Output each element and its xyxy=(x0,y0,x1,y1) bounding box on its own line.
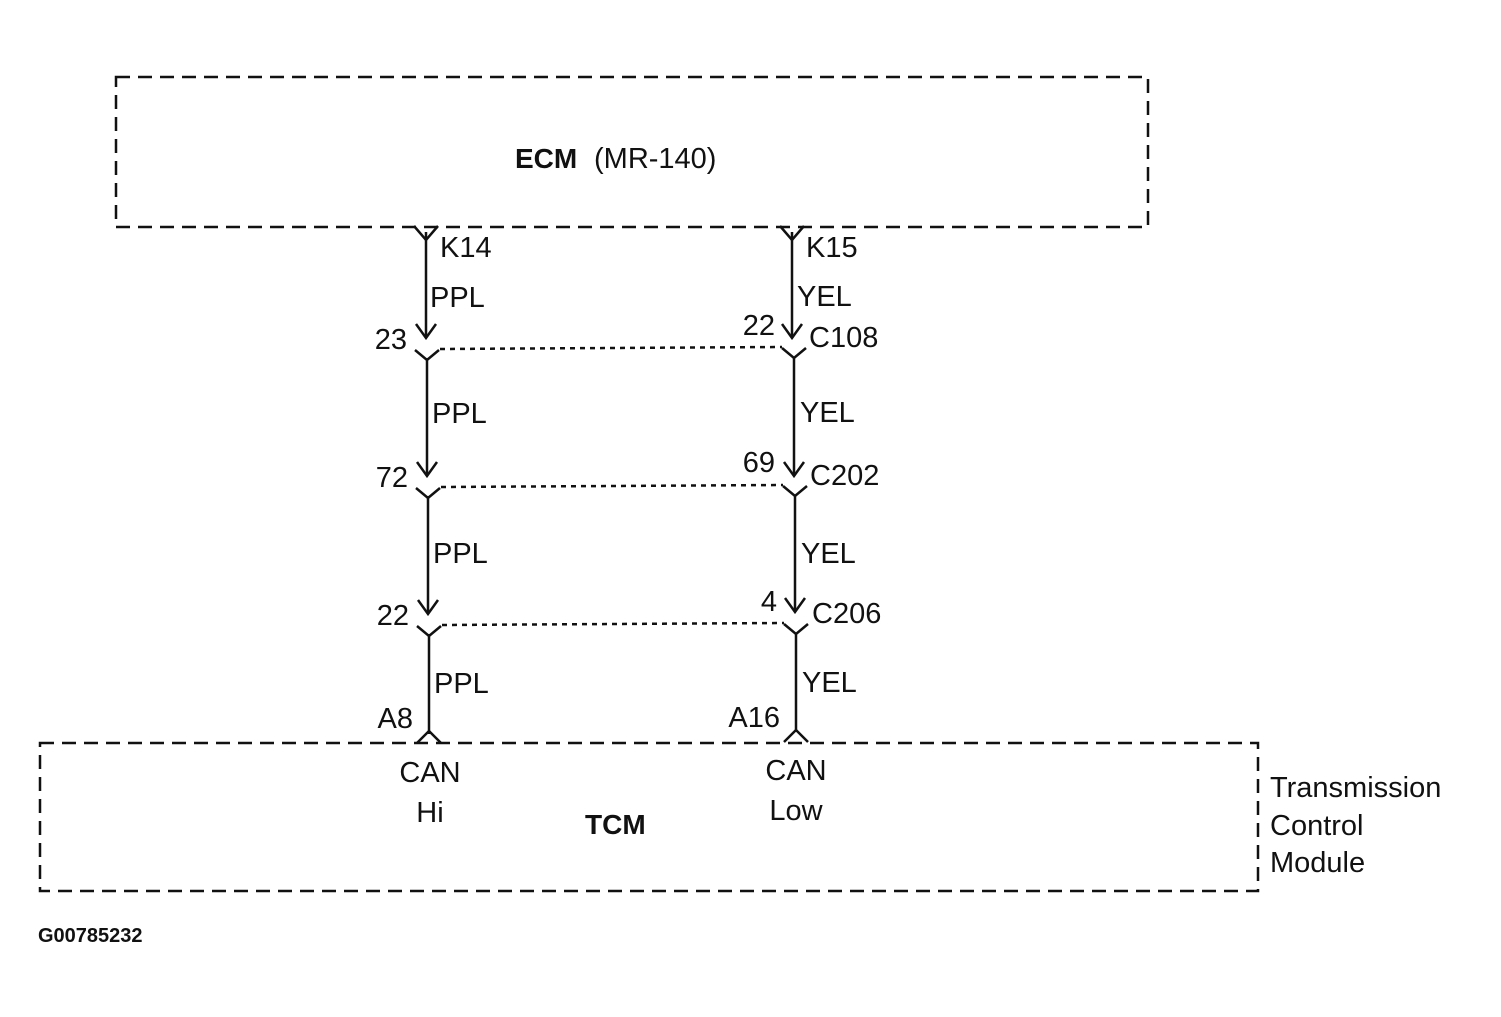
pin-label-k14: K14 xyxy=(440,232,492,264)
wire-color-label: YEL xyxy=(797,281,852,313)
arrow-icon xyxy=(780,323,804,341)
ecm-box xyxy=(114,75,1150,229)
fork-icon xyxy=(415,487,441,500)
arrow-icon xyxy=(414,323,438,341)
fork-icon xyxy=(782,485,808,498)
wire-color-label: YEL xyxy=(801,538,856,570)
wire-color-label: YEL xyxy=(800,397,855,429)
pin-label-4: 4 xyxy=(761,586,777,618)
pin-label-69: 69 xyxy=(743,447,775,479)
pin-label-72: 72 xyxy=(376,462,408,494)
ecm-module: ECM (MR-140) xyxy=(114,75,1150,229)
fork-icon xyxy=(783,623,809,636)
wire-color-label: PPL xyxy=(430,282,485,314)
figure-id: G00785232 xyxy=(38,925,143,947)
tcm-side-label-3: Module xyxy=(1270,847,1365,879)
tcm-side-label-1: Transmission xyxy=(1270,772,1441,804)
wire-color-label: PPL xyxy=(433,538,488,570)
pin-label-22: 22 xyxy=(377,600,409,632)
can-hi-label-2: Hi xyxy=(416,797,443,829)
pin-label-22: 22 xyxy=(743,310,775,342)
tcm-name: TCM xyxy=(585,809,646,840)
pin-label-23: 23 xyxy=(375,324,407,356)
pin-label-k15: K15 xyxy=(806,232,858,264)
arrow-icon xyxy=(415,461,439,479)
pin-label-a16: A16 xyxy=(728,702,780,734)
pin-label-a8: A8 xyxy=(378,703,413,735)
fork-icon xyxy=(414,349,440,362)
connector-link-c206 xyxy=(441,621,785,627)
connector-label-c202: C202 xyxy=(810,460,879,492)
wire-color-label: PPL xyxy=(434,668,489,700)
tcm-side-label-2: Control xyxy=(1270,810,1364,842)
tcm-module: TCM CAN Hi CAN Low Transmission Control … xyxy=(38,741,1441,893)
fork-icon xyxy=(781,347,807,360)
connector-label-c108: C108 xyxy=(809,322,878,354)
connector-label-c206: C206 xyxy=(812,598,881,630)
wire-color-label: PPL xyxy=(432,398,487,430)
can-low-label-1: CAN xyxy=(765,755,826,787)
ecm-part-number: (MR-140) xyxy=(594,143,716,175)
wire-color-label: YEL xyxy=(802,667,857,699)
connector-link-c108 xyxy=(439,345,783,351)
wire-right-yel: K15 YEL YEL YEL YEL 22 69 4 A16 xyxy=(728,225,858,743)
can-low-label-2: Low xyxy=(769,795,823,827)
wire-left-ppl: K14 PPL PPL PPL PPL 23 72 22 A8 xyxy=(375,225,492,744)
arrow-icon xyxy=(782,461,806,479)
fork-icon xyxy=(416,625,442,638)
can-hi-label-1: CAN xyxy=(399,757,460,789)
arrow-icon xyxy=(783,597,807,615)
connector-link-c202 xyxy=(440,483,784,489)
ecm-name: ECM xyxy=(515,143,577,174)
arrow-icon xyxy=(416,599,440,617)
connectors: C108 C202 C206 xyxy=(439,322,881,630)
tcm-box xyxy=(38,741,1260,893)
